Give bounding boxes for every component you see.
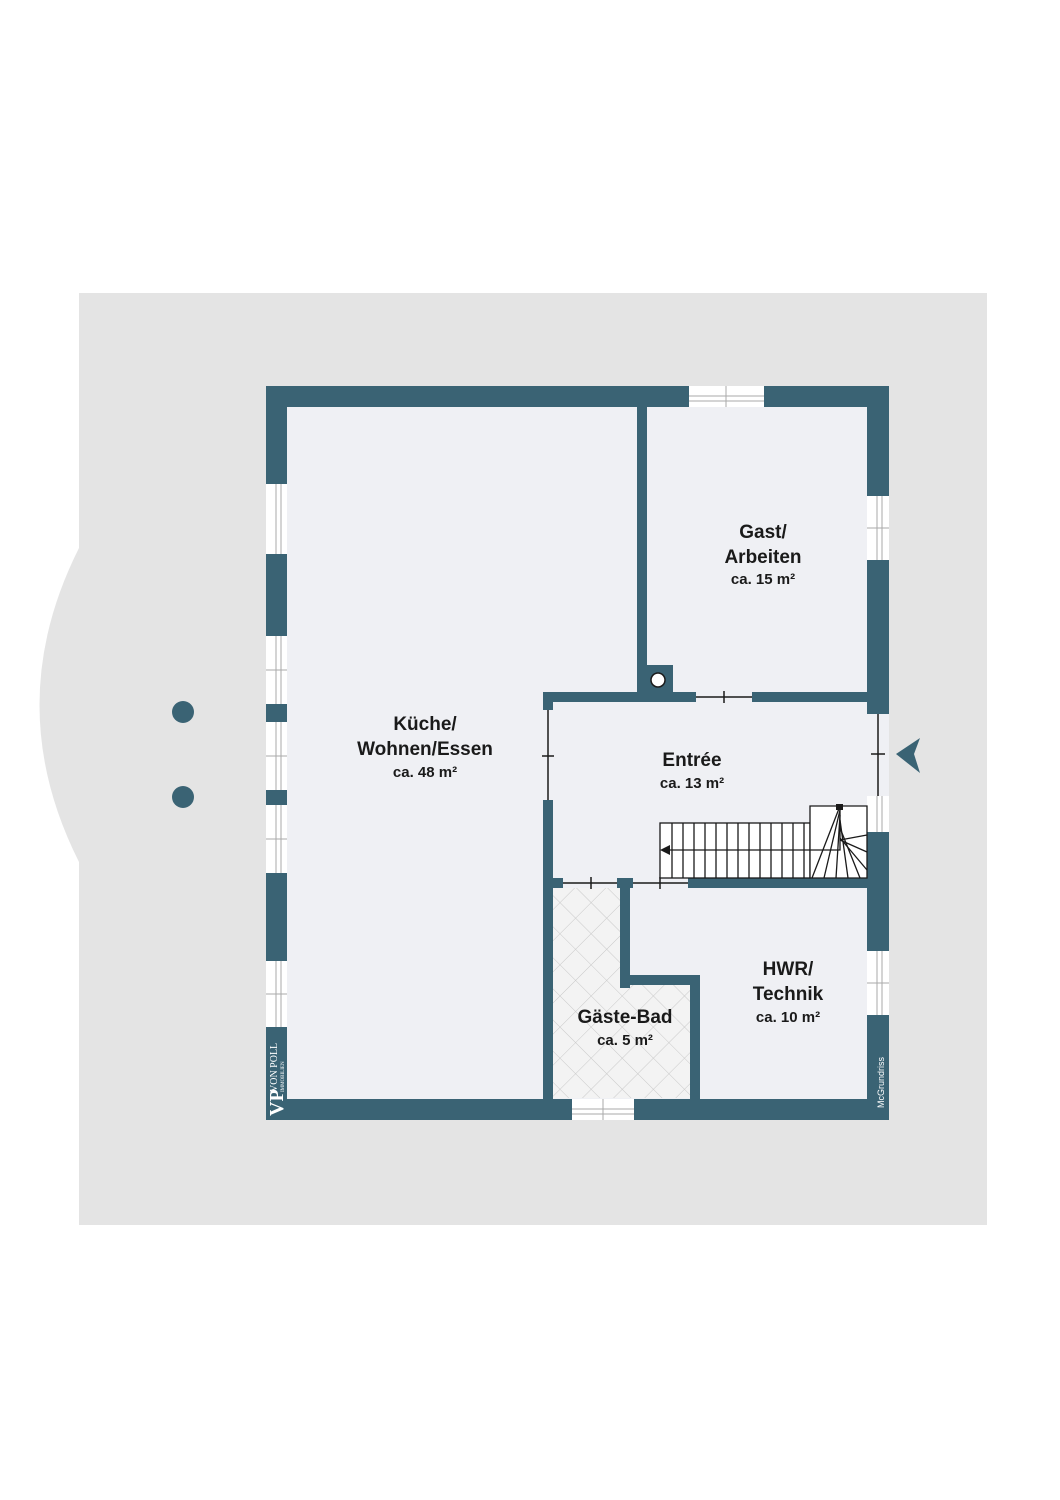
stair-direction-arrow-icon [660,845,670,855]
room-entree: Entrée ca. 13 m² [660,750,724,792]
stair-winder [835,814,841,879]
logo-name: VON POLL [269,1043,280,1092]
garden-marker [172,701,194,723]
door [563,877,617,889]
garden-marker [172,786,194,808]
doors [542,691,885,889]
room-name-line: Technik [753,984,824,1005]
window [266,722,287,790]
credit-text: McGrundriss [876,1056,886,1108]
window [689,386,764,407]
room-hwr: HWR/ Technik ca. 10 m² [753,959,824,1026]
logo-initials: VP [266,1089,288,1116]
windows [266,386,889,1120]
room-name-line: Küche/ [393,714,457,735]
room-name-line: Gäste-Bad [577,1007,672,1028]
room-name-line: HWR/ [763,959,814,980]
stair-winder [839,837,868,871]
door [696,691,752,703]
stair-winder [839,827,861,879]
window [266,805,287,873]
staircase [659,804,868,879]
room-area: ca. 5 m² [597,1032,653,1049]
window [266,484,287,554]
stair-winder [811,805,841,879]
stair-winder [823,809,841,879]
interior-walls [543,386,878,1100]
room-gast: Gast/ Arbeiten ca. 15 m² [724,522,801,588]
room-gaestebad: Gäste-Bad ca. 5 m² [577,1007,672,1049]
window [867,496,889,560]
room-name-line: Arbeiten [724,547,801,568]
window [572,1099,634,1120]
chimney-icon [650,672,666,688]
room-name-line: Gast/ [739,522,787,543]
door [542,710,554,800]
stair-winder [839,839,868,853]
door [633,877,688,889]
room-kueche: Küche/ Wohnen/Essen ca. 48 m² [357,714,493,781]
entrance-arrow-icon [896,738,920,773]
window [867,796,889,832]
window [266,636,287,704]
room-area: ca. 10 m² [756,1009,820,1026]
window [867,951,889,1015]
window [266,961,287,1027]
room-area: ca. 13 m² [660,775,724,792]
room-name-line: Wohnen/Essen [357,739,493,760]
room-name-line: Entrée [662,750,721,771]
von-poll-logo: VP VON POLL IMMOBILIEN [266,1043,288,1116]
bathroom-tiles [553,888,692,1098]
entrance-door [871,714,885,796]
stair-winder [839,834,868,841]
room-area: ca. 15 m² [731,571,795,588]
room-area: ca. 48 m² [393,764,457,781]
logo-sub: IMMOBILIEN [281,1061,286,1092]
